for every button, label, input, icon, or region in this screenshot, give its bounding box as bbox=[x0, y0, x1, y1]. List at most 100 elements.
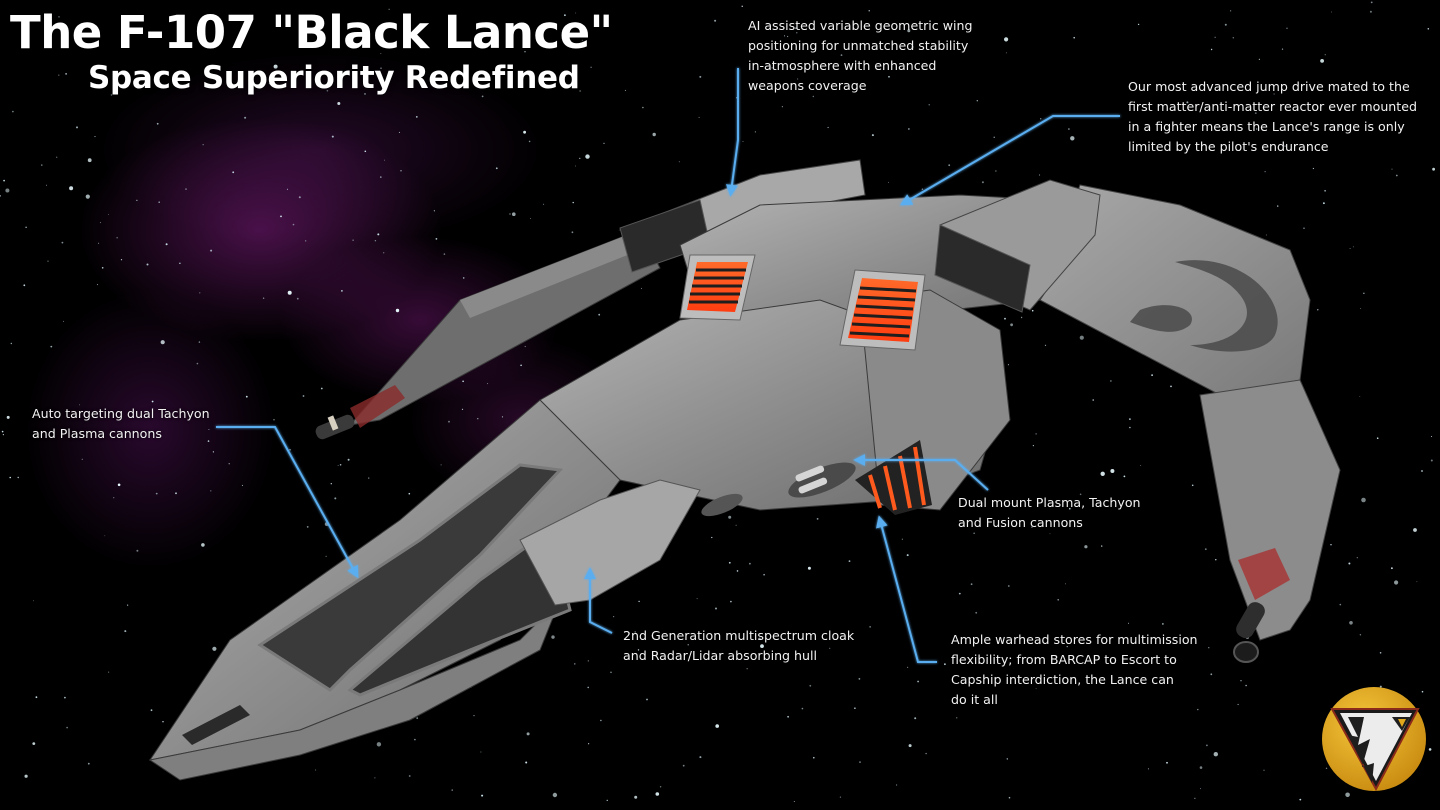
star bbox=[948, 164, 951, 167]
star bbox=[46, 184, 47, 186]
star bbox=[585, 154, 590, 159]
star bbox=[1428, 748, 1432, 751]
star bbox=[1170, 385, 1172, 388]
star bbox=[687, 644, 689, 646]
star bbox=[854, 61, 857, 64]
star bbox=[598, 313, 601, 316]
star bbox=[212, 646, 217, 651]
star bbox=[440, 464, 442, 466]
star bbox=[587, 686, 589, 689]
star bbox=[368, 477, 370, 479]
star bbox=[155, 492, 158, 495]
star bbox=[1005, 52, 1007, 54]
star bbox=[462, 380, 464, 383]
star bbox=[1199, 766, 1203, 769]
star bbox=[1312, 167, 1314, 170]
star bbox=[906, 554, 909, 557]
star bbox=[754, 131, 757, 133]
star bbox=[151, 400, 154, 403]
star bbox=[208, 429, 210, 430]
star bbox=[487, 27, 489, 29]
star bbox=[1070, 136, 1075, 141]
star bbox=[564, 14, 566, 17]
star bbox=[509, 213, 511, 215]
star bbox=[572, 201, 574, 204]
star bbox=[268, 82, 271, 85]
star bbox=[156, 122, 159, 125]
star bbox=[388, 8, 390, 10]
star bbox=[771, 67, 773, 69]
star bbox=[1194, 797, 1196, 799]
star bbox=[925, 752, 927, 755]
star bbox=[1066, 646, 1068, 648]
star bbox=[9, 476, 11, 479]
star bbox=[241, 484, 243, 486]
star bbox=[793, 801, 795, 802]
star bbox=[302, 395, 305, 397]
star bbox=[1254, 112, 1257, 114]
star bbox=[1281, 48, 1284, 50]
star bbox=[781, 106, 783, 108]
star bbox=[642, 106, 644, 109]
star bbox=[840, 54, 843, 56]
star bbox=[715, 724, 719, 728]
star bbox=[1035, 688, 1037, 690]
star bbox=[610, 671, 612, 674]
star bbox=[859, 761, 861, 763]
star bbox=[117, 483, 121, 487]
star bbox=[975, 611, 978, 614]
star bbox=[1204, 548, 1207, 551]
star bbox=[403, 33, 405, 35]
star bbox=[380, 67, 382, 69]
star bbox=[699, 75, 702, 78]
star bbox=[17, 476, 19, 479]
star bbox=[1349, 248, 1351, 249]
star bbox=[380, 53, 382, 55]
star bbox=[198, 341, 201, 343]
callout-warhead: Ample warhead stores for multimission fl… bbox=[951, 632, 1198, 707]
star bbox=[1427, 28, 1430, 30]
star bbox=[1092, 399, 1094, 401]
star bbox=[480, 751, 482, 753]
star bbox=[1007, 585, 1010, 587]
star bbox=[1200, 788, 1201, 790]
star bbox=[758, 637, 761, 640]
star bbox=[792, 67, 794, 69]
star bbox=[120, 259, 123, 261]
star bbox=[1206, 744, 1208, 747]
star bbox=[1007, 364, 1009, 366]
star bbox=[528, 140, 531, 143]
star bbox=[1191, 484, 1194, 487]
star bbox=[113, 497, 115, 499]
star bbox=[1245, 684, 1247, 687]
star bbox=[1263, 769, 1265, 771]
star bbox=[1101, 545, 1103, 547]
left-heat-vent bbox=[679, 254, 756, 321]
star bbox=[481, 794, 484, 797]
star bbox=[296, 297, 299, 300]
star bbox=[1140, 465, 1142, 466]
star bbox=[330, 483, 332, 485]
star bbox=[1039, 174, 1041, 176]
star bbox=[575, 12, 577, 14]
star bbox=[408, 775, 411, 777]
star bbox=[1265, 234, 1267, 236]
star bbox=[65, 73, 67, 75]
star bbox=[797, 78, 799, 80]
star bbox=[1031, 526, 1033, 528]
star bbox=[364, 150, 367, 153]
star bbox=[94, 136, 96, 138]
star bbox=[1079, 335, 1084, 340]
star bbox=[746, 668, 748, 670]
star bbox=[1303, 227, 1305, 229]
star bbox=[1359, 396, 1361, 397]
star bbox=[816, 518, 819, 520]
leader-line-drive bbox=[899, 115, 1120, 206]
star bbox=[326, 89, 329, 92]
star bbox=[408, 492, 411, 495]
star bbox=[33, 600, 34, 602]
right-wing bbox=[1039, 184, 1341, 663]
right-intake-grille bbox=[934, 224, 1031, 313]
